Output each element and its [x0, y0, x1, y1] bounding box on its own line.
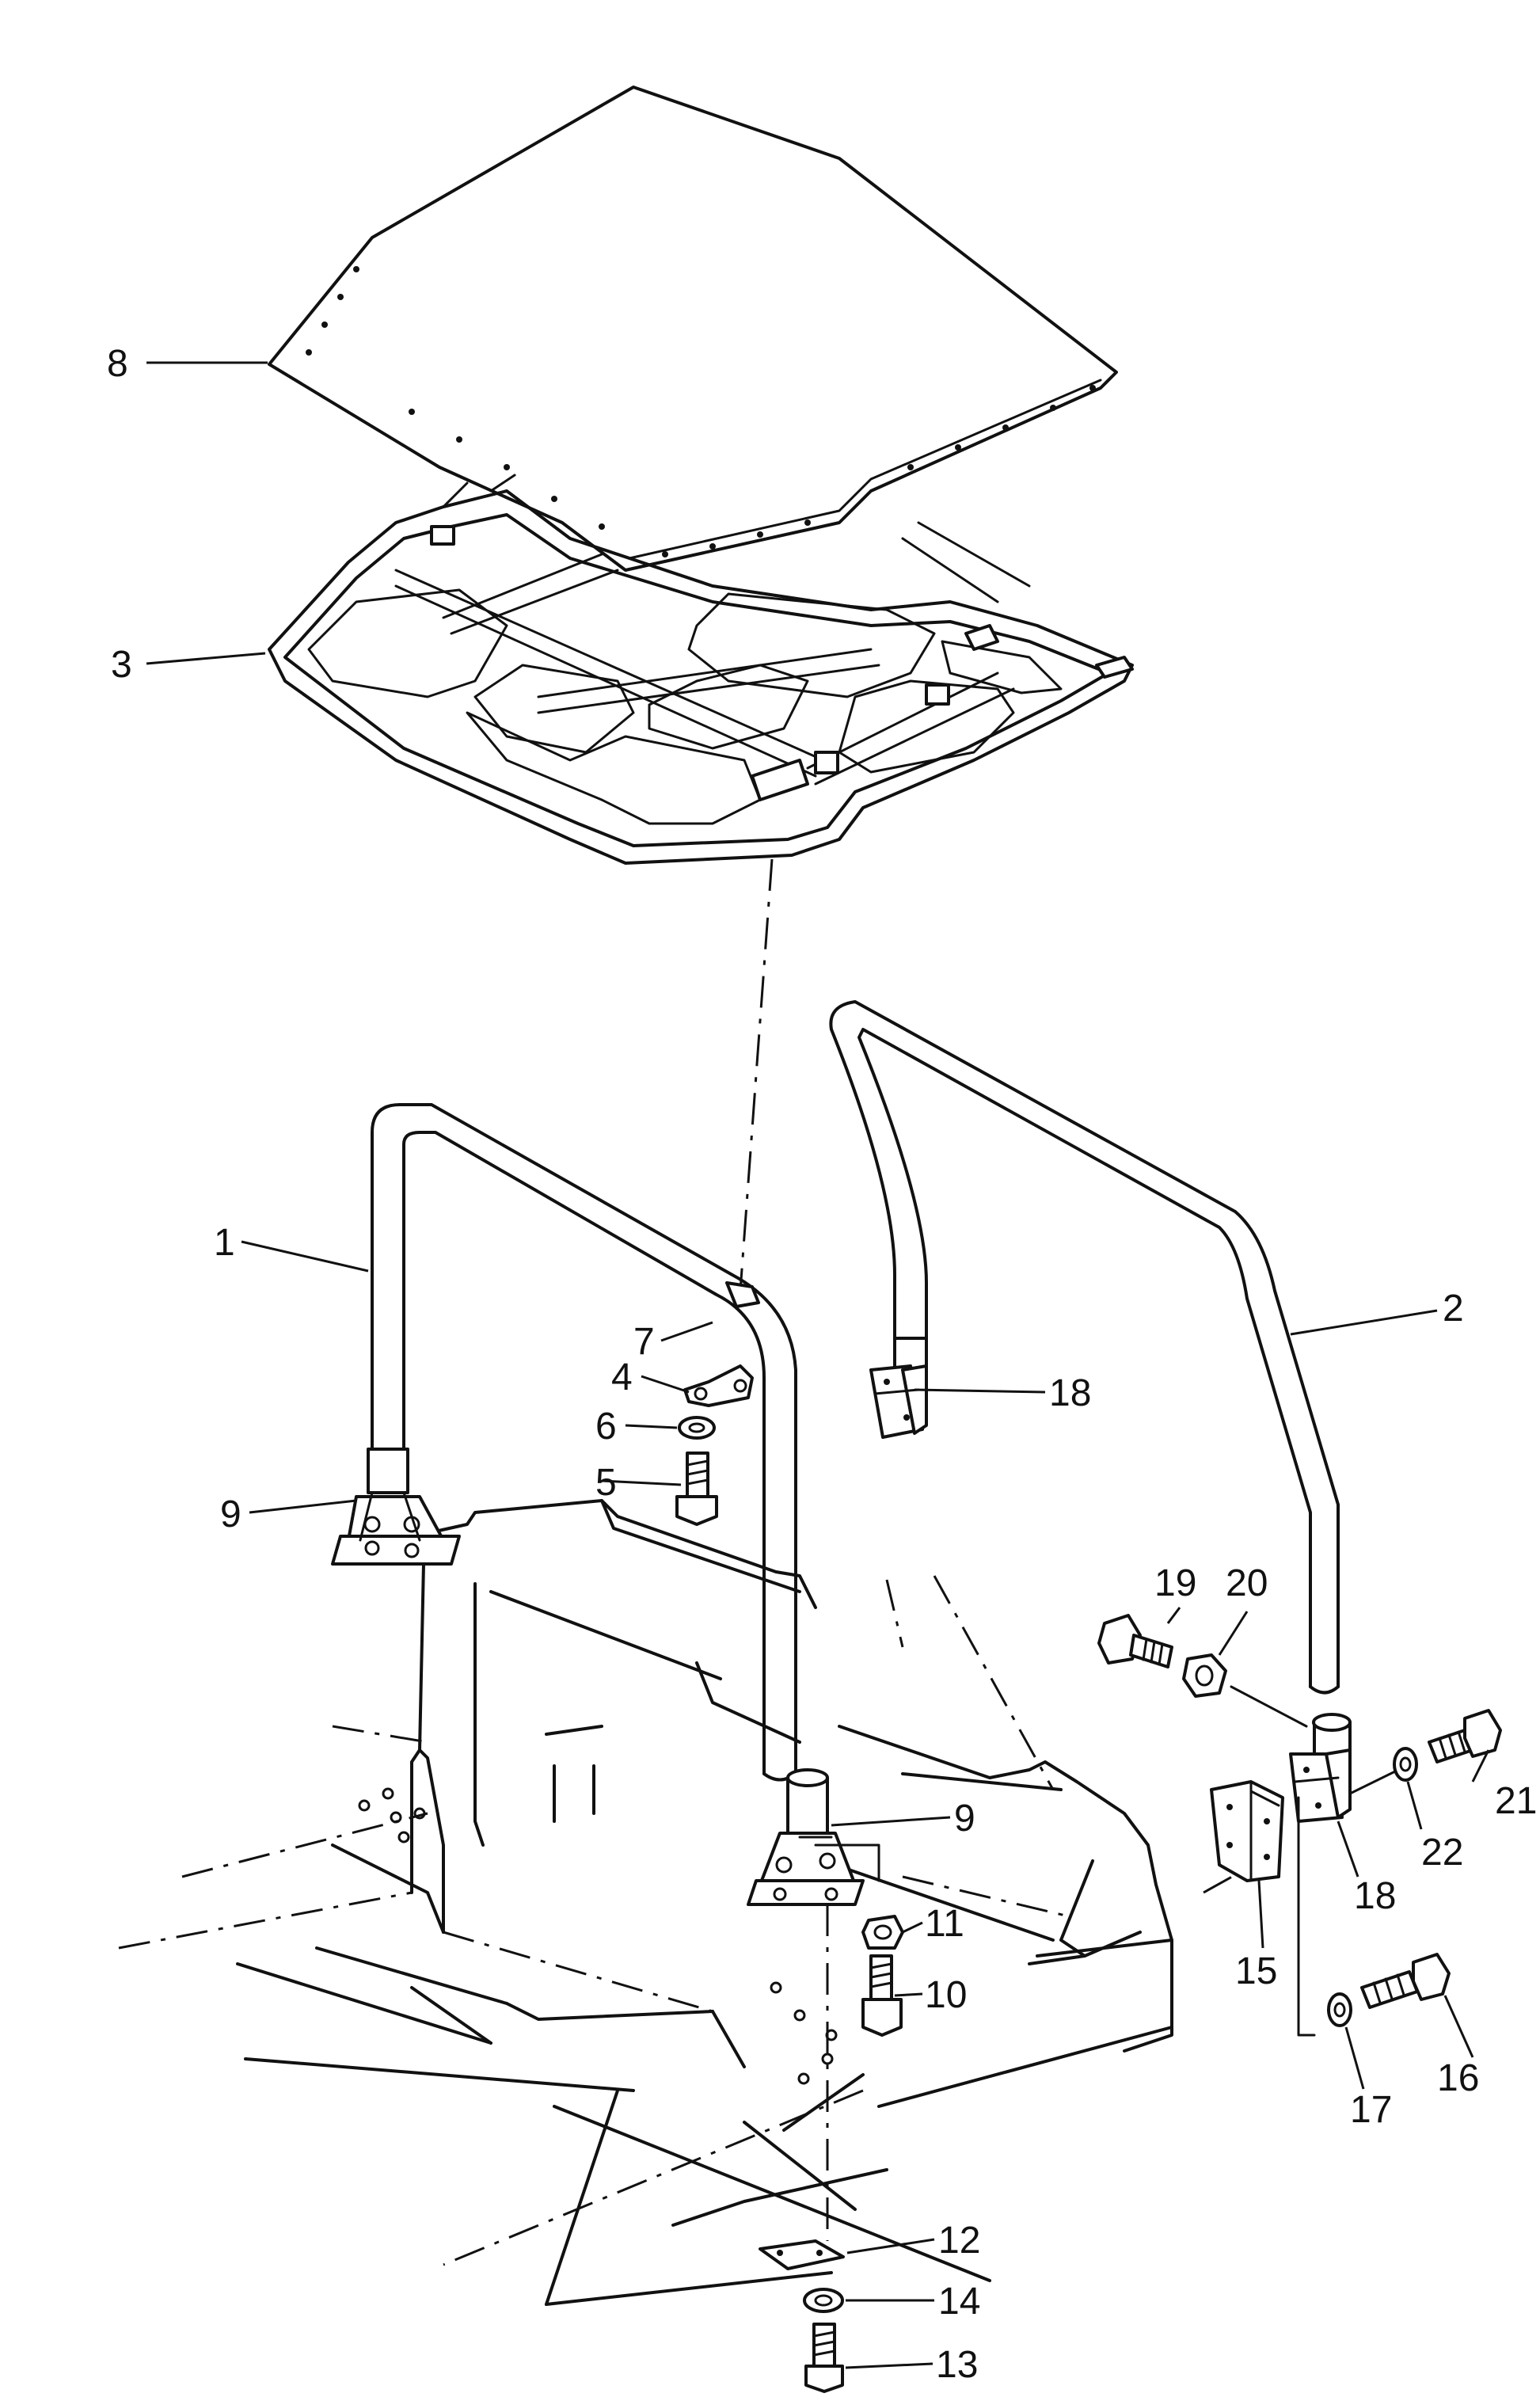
leader-lines [146, 361, 1490, 2369]
bolt-5 [675, 1452, 718, 1526]
roof-rivets [306, 266, 1096, 557]
callout-11: 11 [925, 1903, 964, 1945]
callout-9-center: 9 [954, 1798, 975, 1840]
roof-panel [268, 86, 1118, 572]
callout-8: 8 [107, 343, 128, 385]
bolt-19 [1097, 1614, 1173, 1668]
hinge-bracket-upper [869, 1337, 928, 1439]
roof-frame [268, 474, 1134, 865]
callout-18-upper: 18 [1049, 1372, 1091, 1414]
callout-16: 16 [1437, 2057, 1479, 2099]
callout-12: 12 [938, 2220, 980, 2262]
rops-tube-left [371, 1103, 797, 1782]
hinge-centerline [1297, 1796, 1316, 2037]
callout-3: 3 [111, 644, 132, 686]
bolt-10 [861, 1954, 903, 2037]
rops-tube-right [829, 1000, 1340, 1695]
bolt-21 [1428, 1709, 1502, 1764]
callout-5: 5 [595, 1462, 617, 1504]
callout-labels: 8 3 1 2 7 4 6 5 9 18 19 20 21 22 18 15 1… [107, 343, 1537, 2386]
callout-9-left: 9 [220, 1493, 241, 1535]
callout-14: 14 [938, 2281, 980, 2323]
mount-bracket-center [747, 1768, 880, 1906]
bolt-13 [804, 2323, 844, 2393]
washer-14 [803, 2288, 844, 2313]
washer22-line [1348, 1771, 1395, 1795]
nut-20 [1182, 1653, 1227, 1698]
nut-11 [861, 1915, 904, 1950]
callout-19: 19 [1154, 1562, 1196, 1604]
mount-bracket-left [331, 1448, 461, 1566]
nut-to-hinge-line [1230, 1685, 1308, 1728]
callout-2: 2 [1443, 1288, 1464, 1330]
washer-17 [1327, 1992, 1352, 2027]
callout-1: 1 [214, 1222, 235, 1264]
callout-6: 6 [595, 1406, 617, 1448]
washer-22 [1393, 1747, 1418, 1782]
machine-body [118, 1499, 1276, 2306]
callout-20: 20 [1226, 1562, 1268, 1604]
callout-18-lower: 18 [1354, 1875, 1396, 1917]
callout-13: 13 [936, 2344, 978, 2386]
callout-17: 17 [1350, 2089, 1392, 2131]
bolt-16 [1360, 1953, 1451, 2009]
callout-4: 4 [611, 1356, 633, 1398]
washer-6 [678, 1416, 716, 1440]
callout-10: 10 [925, 1974, 967, 2016]
bracket-15 [1210, 1780, 1284, 1882]
callout-21: 21 [1495, 1780, 1537, 1822]
frame-clamp-centerline [739, 858, 774, 1292]
callout-15: 15 [1235, 1950, 1277, 1992]
tube-clamp [683, 1364, 754, 1407]
callout-7: 7 [633, 1321, 655, 1363]
hinge-bracket-lower [1289, 1713, 1352, 1823]
callout-22: 22 [1421, 1832, 1463, 1874]
plate-12 [759, 2239, 845, 2270]
